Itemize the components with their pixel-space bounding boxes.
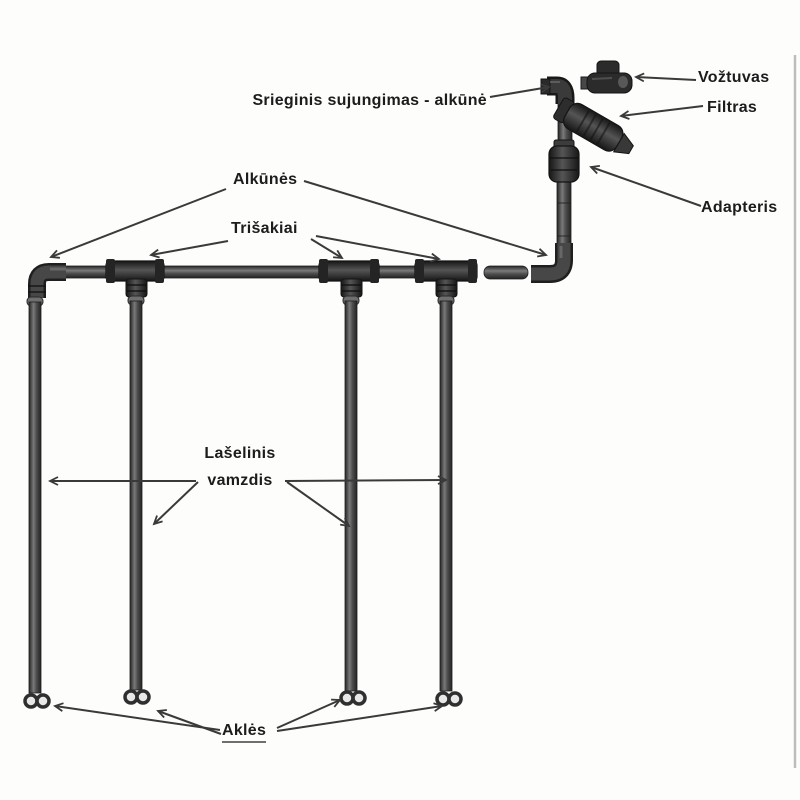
arrow-to-end-cap-4 — [276, 706, 442, 732]
label-elbows: Alkūnės — [233, 171, 298, 188]
arrow-to-right-elbow — [303, 180, 546, 255]
label-valve: Vožtuvas — [698, 69, 770, 86]
tee-fitting-1 — [105, 259, 165, 298]
arrow-to-tee-3 — [315, 235, 439, 259]
left-elbow-graphic — [28, 263, 66, 298]
drip-pipe-4 — [437, 295, 455, 692]
label-filter: Filtras — [707, 99, 758, 116]
arrow-to-adapter — [591, 167, 702, 207]
arrow-to-filter — [621, 105, 704, 116]
right-elbow-graphic — [531, 243, 573, 283]
drip-pipe-2 — [127, 295, 145, 691]
arrow-to-end-cap-2 — [158, 711, 222, 735]
end-cap-1 — [23, 693, 51, 709]
end-cap-3 — [339, 690, 367, 706]
arrow-to-left-elbow — [51, 188, 227, 257]
arrow-to-end-cap-1 — [55, 706, 221, 731]
arrow-to-valve — [636, 77, 697, 80]
arrow-to-tee-2 — [310, 238, 342, 258]
arrow-to-drip-pipe-4 — [284, 480, 446, 481]
arrow-annotations — [50, 77, 704, 735]
label-adapter: Adapteris — [701, 199, 778, 216]
label-drip-pipe-line1: Lašelinis — [204, 445, 276, 462]
label-tees: Trišakiai — [231, 220, 298, 237]
arrow-to-drip-pipe-2 — [154, 481, 199, 524]
arrow-to-end-cap-3 — [276, 700, 340, 729]
valve-graphic — [580, 60, 633, 94]
end-cap-2 — [123, 689, 151, 705]
arrow-to-tee-1 — [151, 240, 229, 255]
drip-pipe-1 — [26, 296, 44, 694]
arrow-to-drip-pipe-3 — [286, 481, 349, 526]
label-drip-pipe-line2: vamzdis — [207, 472, 273, 489]
tee-fitting-2 — [318, 259, 380, 298]
adapter-graphic — [548, 139, 580, 183]
drip-pipe-3 — [342, 295, 360, 692]
tee-fitting-3 — [414, 259, 478, 298]
label-end-caps: Aklės — [222, 722, 267, 743]
threaded-elbow-graphic — [540, 76, 575, 104]
arrow-to-threaded-elbow — [489, 87, 549, 98]
label-drip-pipe: Lašelinis vamzdis — [176, 440, 304, 494]
label-threaded-connection: Srieginis sujungimas - alkūnė — [252, 92, 487, 109]
end-cap-4 — [435, 691, 463, 707]
filter-graphic — [553, 97, 634, 155]
